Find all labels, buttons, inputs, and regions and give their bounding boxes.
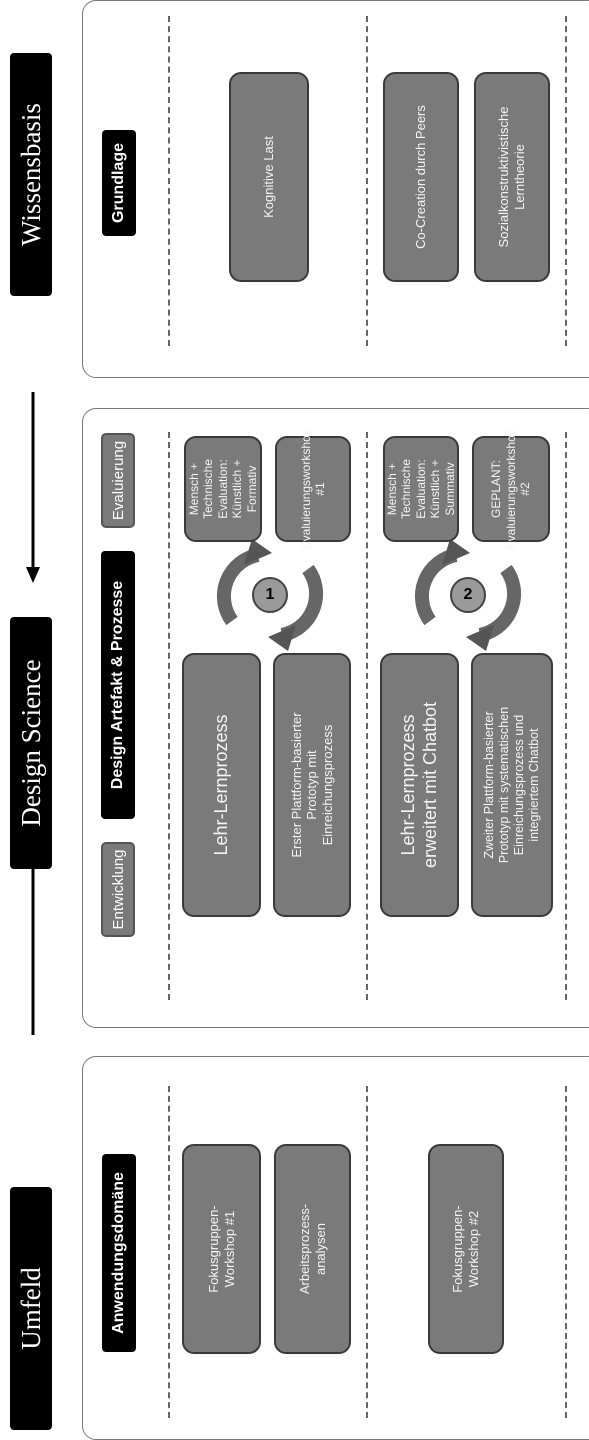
divider [565,16,567,346]
divider [565,432,567,1000]
fokusgruppen-workshop-1-box: Fokusgruppen- Workshop #1 [182,1144,261,1354]
evaluierungsworkshop-1-box: Evaluierungsworkshop #1 [275,429,351,549]
divider [366,16,368,346]
iteration-cycle-2 [414,539,522,651]
arrow-to-design-science [26,844,40,1035]
cycle-1-number: 1 [265,586,275,603]
grundlage-header: Grundlage [102,130,136,236]
cycle-2-number: 2 [463,586,473,603]
divider [366,1086,368,1418]
lehr-lernprozess-chatbot-box: Lehr-Lernprozess erweitert mit Chatbot [380,653,459,917]
evaluation-formativ-box: Mensch + Technische Evaluation: Künstlic… [184,436,262,542]
iteration-cycle-1 [216,539,324,651]
divider [565,1086,567,1418]
lehr-lernprozess-box: Lehr-Lernprozess [182,653,261,917]
zweiter-prototyp-box: Zweiter Plattform-basierter Prototyp mit… [471,653,553,917]
fokusgruppen-workshop-2-box: Fokusgruppen- Workshop #2 [428,1144,504,1354]
evaluierungsworkshop-2-box: GEPLANT: Evaluierungsworkshop #2 [472,429,550,549]
divider [366,432,368,1000]
evaluation-summativ-box: Mensch + Technische Evaluation: Künstlic… [383,436,459,542]
divider [168,1086,170,1418]
kognitive-last-box: Kognitive Last [229,72,309,282]
erster-prototyp-box: Erster Plattform-basierter Prototyp mit … [273,653,351,917]
wissensbasis-title: Wissensbasis [10,53,52,296]
divider [168,432,170,1000]
design-artefakt-header: Design Artefakt & Prozesse [101,551,135,819]
divider [168,16,170,346]
design-science-title: Design Science [10,617,52,869]
arbeitsprozessanalysen-box: Arbeitsprozess- analysen [274,1144,351,1354]
umfeld-title: Umfeld [10,1187,52,1430]
co-creation-box: Co-Creation durch Peers [383,72,459,282]
arrow-from-wissensbasis [26,392,40,583]
entwicklung-header: Entwicklung [101,842,135,937]
sozialkonstruktivistische-lerntheorie-box: Sozialkonstruktivistische Lerntheorie [474,72,550,282]
evaluierung-header: Evaluierung [101,433,135,528]
anwendungsdomaene-header: Anwendungsdomäne [102,1154,136,1352]
